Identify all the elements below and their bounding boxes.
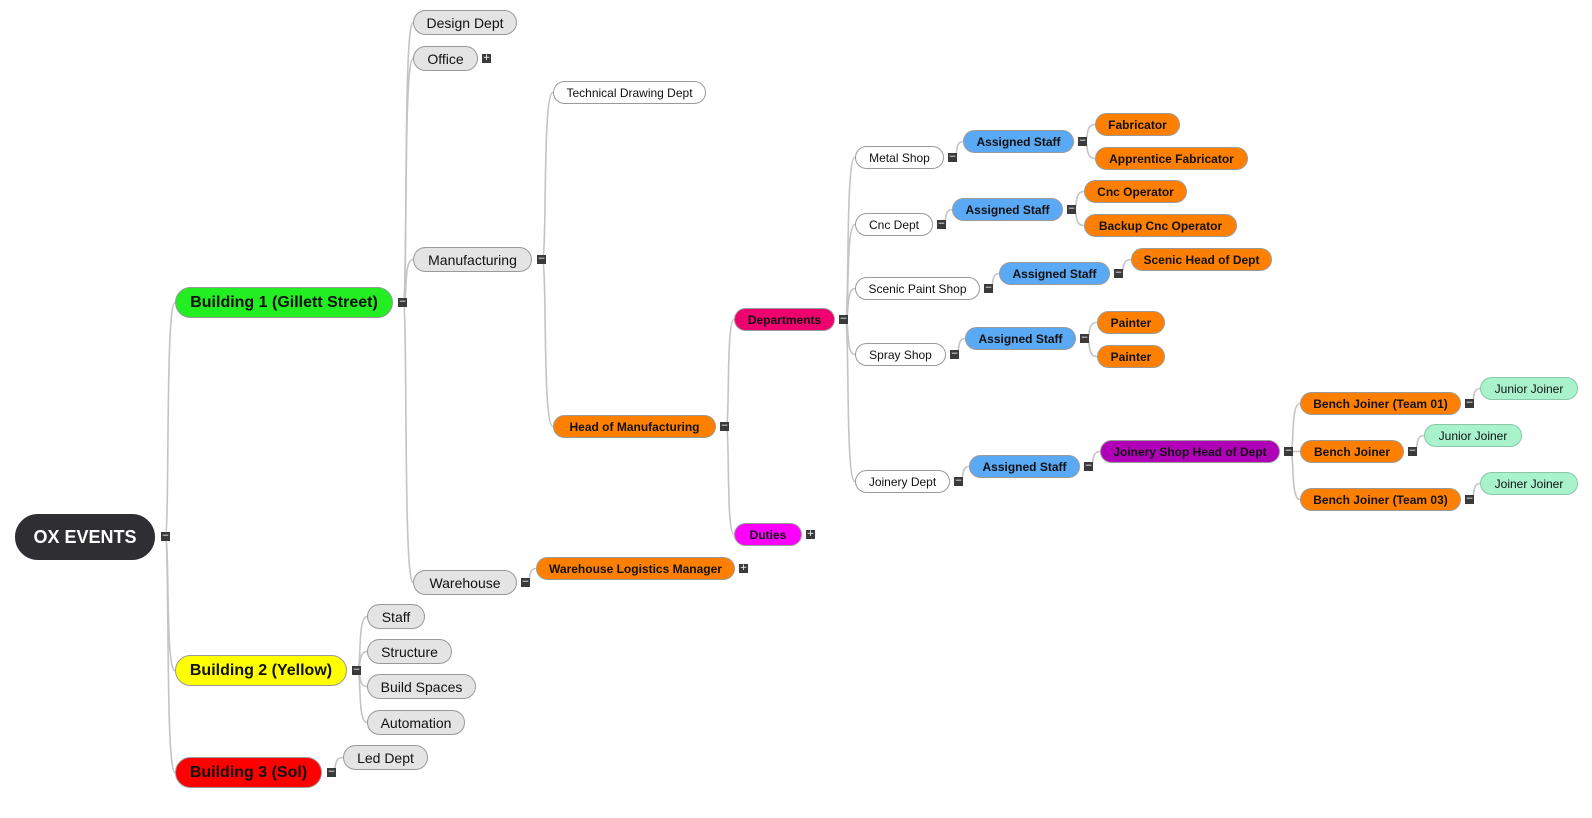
scenic-head-of-dept-node[interactable]: Scenic Head of Dept (1131, 248, 1272, 271)
collapse-toggle-icon[interactable]: − (1084, 461, 1093, 471)
apprentice-fabricator-node[interactable]: Apprentice Fabricator (1095, 147, 1248, 170)
warehouse-node[interactable]: Warehouse (413, 570, 517, 595)
collapse-toggle-icon[interactable]: − (161, 531, 170, 541)
bench-joiner-team-03-node[interactable]: Bench Joiner (Team 03) (1300, 488, 1461, 511)
automation-node[interactable]: Automation (367, 710, 465, 735)
collapse-toggle-icon[interactable]: − (1067, 204, 1076, 214)
connector-line (725, 425, 735, 536)
led-dept-node[interactable]: Led Dept (343, 745, 428, 770)
assigned-staff-node[interactable]: Assigned Staff (952, 198, 1063, 221)
collapse-toggle-icon[interactable]: − (1408, 446, 1417, 456)
staff-node[interactable]: Staff (367, 604, 425, 629)
collapse-toggle-icon[interactable]: − (937, 219, 946, 229)
connector-line (725, 318, 735, 428)
connector-line (844, 223, 856, 321)
build-spaces-node[interactable]: Build Spaces (367, 674, 476, 699)
collapse-toggle-icon[interactable]: − (1078, 136, 1087, 146)
connector-line (164, 301, 176, 538)
junior-joiner-node[interactable]: Junior Joiner (1480, 377, 1578, 400)
connector-line (1289, 450, 1301, 501)
manufacturing-node[interactable]: Manufacturing (413, 247, 532, 272)
bench-joiner-team-01-node[interactable]: Bench Joiner (Team 01) (1300, 392, 1461, 415)
collapse-toggle-icon[interactable]: − (954, 476, 963, 486)
connector-line (402, 301, 414, 584)
expand-toggle-icon[interactable]: + (482, 53, 491, 63)
cnc-dept-node[interactable]: Cnc Dept (855, 213, 933, 236)
departments-node[interactable]: Departments (734, 308, 835, 331)
painter-node[interactable]: Painter (1097, 311, 1165, 334)
joinery-shop-head-node[interactable]: Joinery Shop Head of Dept (1100, 440, 1280, 463)
assigned-staff-node[interactable]: Assigned Staff (969, 455, 1080, 478)
collapse-toggle-icon[interactable]: − (720, 421, 729, 431)
expand-toggle-icon[interactable]: + (739, 563, 748, 573)
collapse-toggle-icon[interactable]: − (1465, 494, 1474, 504)
cnc-operator-node[interactable]: Cnc Operator (1084, 180, 1187, 203)
joinery-dept-node[interactable]: Joinery Dept (855, 470, 950, 493)
metal-shop-node[interactable]: Metal Shop (855, 146, 944, 169)
bench-joiner-node[interactable]: Bench Joiner (1300, 440, 1404, 463)
scenic-paint-shop-node[interactable]: Scenic Paint Shop (855, 277, 980, 300)
collapse-toggle-icon[interactable]: − (1080, 333, 1089, 343)
technical-drawing-dept-node[interactable]: Technical Drawing Dept (553, 81, 706, 104)
junior-joiner-node[interactable]: Junior Joiner (1424, 424, 1522, 447)
structure-node[interactable]: Structure (367, 639, 452, 664)
fabricator-node[interactable]: Fabricator (1095, 113, 1180, 136)
collapse-toggle-icon[interactable]: − (398, 297, 407, 307)
connector-line (402, 57, 414, 304)
connector-line (164, 536, 176, 774)
office-node[interactable]: Office (413, 46, 478, 71)
root-node[interactable]: OX EVENTS (15, 514, 155, 560)
duties-node[interactable]: Duties (734, 523, 802, 546)
connector-line (1289, 402, 1301, 453)
collapse-toggle-icon[interactable]: − (839, 314, 848, 324)
collapse-toggle-icon[interactable]: − (948, 152, 957, 162)
joiner-joiner-node[interactable]: Joiner Joiner (1480, 472, 1578, 495)
head-of-manufacturing-node[interactable]: Head of Manufacturing (553, 415, 716, 438)
collapse-toggle-icon[interactable]: − (1114, 268, 1123, 278)
connector-line (356, 669, 368, 724)
connector-line (356, 615, 368, 672)
collapse-toggle-icon[interactable]: − (352, 665, 361, 675)
assigned-staff-node[interactable]: Assigned Staff (963, 130, 1074, 153)
building-2-node[interactable]: Building 2 (Yellow) (175, 655, 347, 686)
collapse-toggle-icon[interactable]: − (537, 254, 546, 264)
collapse-toggle-icon[interactable]: − (984, 283, 993, 293)
painter-node[interactable]: Painter (1097, 345, 1165, 368)
collapse-toggle-icon[interactable]: − (1465, 398, 1474, 408)
expand-toggle-icon[interactable]: + (806, 529, 815, 539)
building-3-node[interactable]: Building 3 (Sol) (175, 757, 322, 788)
assigned-staff-node[interactable]: Assigned Staff (999, 262, 1110, 285)
connector-line (844, 318, 856, 483)
design-dept-node[interactable]: Design Dept (413, 10, 517, 35)
building-1-node[interactable]: Building 1 (Gillett Street) (175, 287, 393, 318)
spray-shop-node[interactable]: Spray Shop (855, 343, 946, 366)
collapse-toggle-icon[interactable]: − (950, 349, 959, 359)
backup-cnc-operator-node[interactable]: Backup Cnc Operator (1084, 214, 1237, 237)
collapse-toggle-icon[interactable]: − (521, 577, 530, 587)
collapse-toggle-icon[interactable]: − (1284, 446, 1293, 456)
warehouse-logistics-manager-node[interactable]: Warehouse Logistics Manager (536, 557, 735, 580)
assigned-staff-node[interactable]: Assigned Staff (965, 327, 1076, 350)
connector-line (541, 91, 554, 261)
collapse-toggle-icon[interactable]: − (327, 767, 336, 777)
connector-line (541, 258, 554, 428)
